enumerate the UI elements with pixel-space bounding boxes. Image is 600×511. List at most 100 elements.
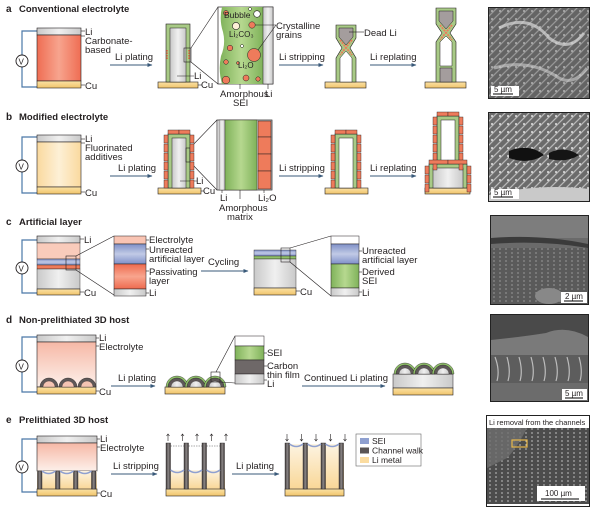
svg-text:Cu: Cu xyxy=(85,188,97,199)
plated-host-e xyxy=(284,434,347,497)
svg-text:SEI: SEI xyxy=(362,276,377,287)
up-arrow-icon xyxy=(166,433,170,441)
svg-text:Cu: Cu xyxy=(84,288,96,299)
li2o-brick xyxy=(189,134,195,144)
svg-text:2 µm: 2 µm xyxy=(565,292,583,301)
svg-text:Cu: Cu xyxy=(99,387,111,398)
arch-interior xyxy=(42,380,56,388)
down-arrow-icon xyxy=(328,434,333,442)
legend-label: SEI xyxy=(372,436,386,446)
sei-meniscus xyxy=(188,469,203,474)
panel-c-letter: c xyxy=(6,217,12,228)
sei-meniscus xyxy=(289,443,304,448)
voltmeter-circuit-e: V xyxy=(15,438,37,493)
svg-text:Li: Li xyxy=(194,71,201,82)
svg-text:Li replating: Li replating xyxy=(370,163,416,174)
svg-text:Carbonate-: Carbonate- xyxy=(85,36,133,47)
svg-text:Li stripping: Li stripping xyxy=(279,163,325,174)
svg-text:V: V xyxy=(19,464,25,473)
li2o-brick xyxy=(356,179,362,189)
panel-b-letter: b xyxy=(6,112,12,123)
li2o-brick xyxy=(424,174,430,184)
li2o-brick xyxy=(458,134,464,144)
svg-text:additives: additives xyxy=(85,152,123,163)
svg-text:100 µm: 100 µm xyxy=(545,489,572,498)
li2o-brick xyxy=(330,161,336,171)
sem-image-e: Li removal from the channels 100 µm xyxy=(486,415,590,507)
li2o-brick xyxy=(330,170,336,180)
svg-text:Cu: Cu xyxy=(85,81,97,92)
svg-text:Li: Li xyxy=(265,89,272,100)
channel-wall xyxy=(55,470,61,490)
arch-interior xyxy=(189,380,203,388)
up-arrow-icon xyxy=(224,433,228,441)
svg-text:layer: layer xyxy=(149,276,170,287)
down-arrow-icon xyxy=(343,434,347,442)
li2o-brick xyxy=(330,134,336,144)
sem-image-d: 5 µm xyxy=(490,314,589,402)
panel-a-title: Conventional electrolyte xyxy=(19,4,129,15)
li2o-brick xyxy=(356,143,362,153)
li2o-brick xyxy=(189,170,195,180)
svg-text:Li: Li xyxy=(362,288,369,299)
li2o-brick xyxy=(466,165,472,175)
zoom-c1: Electrolyte Unreacted artificial layer P… xyxy=(113,235,204,299)
svg-text:Li plating: Li plating xyxy=(236,461,274,472)
voltmeter-icon xyxy=(15,261,29,275)
sei-meniscus xyxy=(59,470,74,475)
svg-text:Amorphous: Amorphous xyxy=(219,203,268,214)
cell-c: Li Cu xyxy=(36,235,96,299)
li2o-brick xyxy=(458,116,464,126)
svg-text:Li plating: Li plating xyxy=(118,373,156,384)
channel-wall xyxy=(91,470,97,490)
svg-text:Li: Li xyxy=(99,333,106,344)
svg-text:Li: Li xyxy=(85,134,92,145)
li2o-bricks xyxy=(163,111,472,193)
svg-text:Li: Li xyxy=(267,379,274,390)
voltmeter-circuit-a: V xyxy=(15,30,37,88)
panel-b: b Modified electrolyte V Li Fluorinated … xyxy=(6,111,472,223)
sem-image-a: 5 µm xyxy=(488,7,590,99)
cell-b: Li Fluorinated additives Cu xyxy=(36,134,133,199)
voltmeter-icon xyxy=(15,359,29,373)
li2o-brick xyxy=(428,159,449,165)
replated-column-a xyxy=(424,7,467,89)
svg-text:matrix: matrix xyxy=(227,212,253,223)
svg-text:Li stripping: Li stripping xyxy=(113,461,159,472)
svg-text:based: based xyxy=(85,45,111,56)
svg-text:Bubble: Bubble xyxy=(224,10,251,20)
sei-meniscus xyxy=(325,443,340,448)
svg-text:Cu: Cu xyxy=(300,287,312,298)
svg-text:Li₂O: Li₂O xyxy=(258,193,276,204)
replated-column-b xyxy=(424,115,471,195)
svg-text:Li: Li xyxy=(84,235,91,246)
down-arrow-icon xyxy=(314,434,318,442)
cycled-cell-c: Cu xyxy=(253,247,312,298)
sei-meniscus xyxy=(170,469,185,474)
plated-column-a: Li Cu xyxy=(157,23,213,91)
panel-c-title: Artificial layer xyxy=(19,217,82,228)
panel-b-title: Modified electrolyte xyxy=(19,112,108,123)
channel-wall xyxy=(320,442,326,490)
svg-text:Unreacted: Unreacted xyxy=(149,245,193,256)
channel-wall xyxy=(219,442,225,490)
voltmeter-circuit-c: V xyxy=(15,239,37,294)
zoom-sei-b: Li Li₂O Amorphous matrix xyxy=(216,119,276,223)
step-label: Li plating xyxy=(115,52,153,63)
panel-d-letter: d xyxy=(6,315,12,326)
cell-a: Li Carbonate- based Cu xyxy=(36,27,133,92)
panel-e: e Prelithiated 3D host V Li Electrolyte … xyxy=(6,415,424,500)
plated-host-d xyxy=(164,371,227,395)
svg-text:Carbon: Carbon xyxy=(267,361,298,372)
svg-text:5 µm: 5 µm xyxy=(565,389,583,398)
sei-meniscus xyxy=(307,443,322,448)
sem-image-c: 2 µm xyxy=(490,215,589,305)
svg-text:Li replating: Li replating xyxy=(370,52,416,63)
panel-a: a Conventional electrolyte V Li Carbonat… xyxy=(6,4,467,109)
li2o-brick xyxy=(432,134,438,144)
li2o-brick xyxy=(178,129,191,135)
svg-text:Li: Li xyxy=(149,288,156,299)
zoom-d: SEI Carbon thin film Li xyxy=(234,335,300,390)
zoom-c2: Unreacted artificial layer Derived SEI L… xyxy=(330,235,417,299)
arch-interior xyxy=(61,380,75,388)
